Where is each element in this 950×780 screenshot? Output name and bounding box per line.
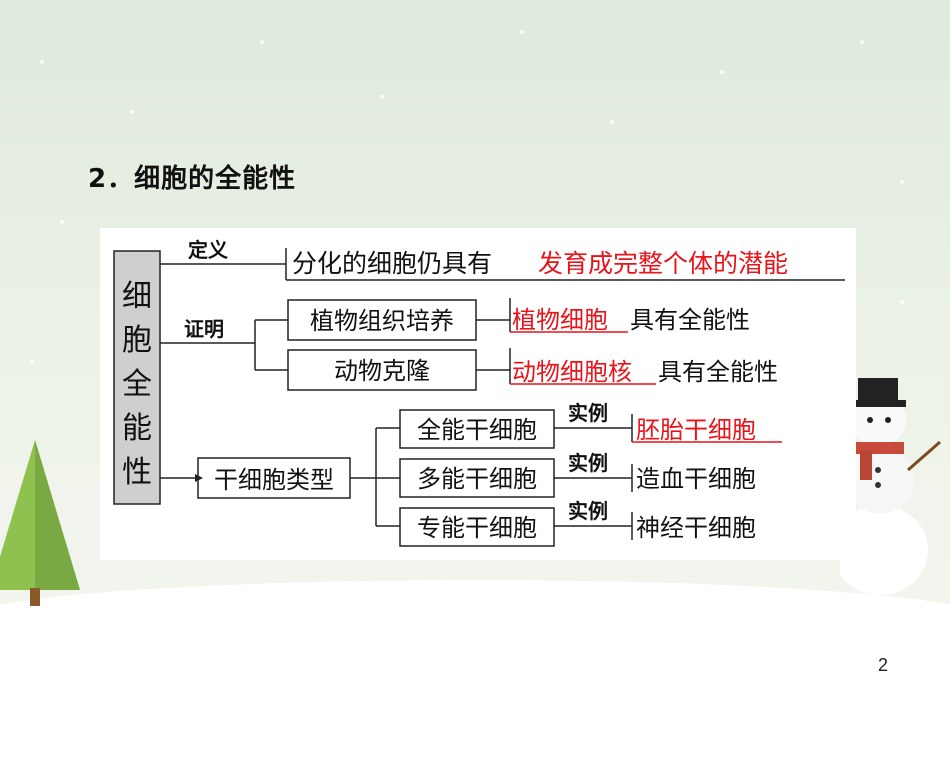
stem-type-box-multipotent xyxy=(399,507,555,547)
section-heading: 2．细胞的全能性 xyxy=(88,164,297,194)
stem-type-box-totipotent xyxy=(399,409,555,449)
proof-animal-suffix: 具有全能性 xyxy=(658,358,778,386)
root-char-2: 胞 xyxy=(122,323,152,358)
stem-example-2: 造血干细胞 xyxy=(636,465,756,493)
stem-type-3-label: 专能干细胞 xyxy=(417,514,537,542)
snow-ground xyxy=(0,580,950,780)
root-box xyxy=(113,250,161,505)
stem-example-1: 胚胎干细胞 xyxy=(636,416,756,444)
root-char-4: 能 xyxy=(122,411,152,446)
definition-prefix: 分化的细胞仍具有 xyxy=(292,249,492,278)
definition-highlight: 发育成完整个体的潜能 xyxy=(538,249,788,278)
root-char-3: 全 xyxy=(122,367,152,402)
stem-type-1-label: 全能干细胞 xyxy=(417,416,537,444)
proof-box-plant-label: 植物组织培养 xyxy=(310,307,454,335)
stem-type-2-label: 多能干细胞 xyxy=(417,465,537,493)
proof-box-animal-label: 动物克隆 xyxy=(334,357,430,385)
root-char-5: 性 xyxy=(122,455,152,490)
tree-decor xyxy=(0,440,80,606)
proof-label: 证明 xyxy=(184,317,224,341)
proof-plant-suffix: 具有全能性 xyxy=(630,306,750,334)
definition-label: 定义 xyxy=(188,238,228,262)
stem-box-label: 干细胞类型 xyxy=(214,466,334,494)
example-label-1: 实例 xyxy=(568,401,608,425)
example-label-3: 实例 xyxy=(568,499,608,523)
example-label-2: 实例 xyxy=(568,451,608,475)
page-number: 2 xyxy=(878,655,889,675)
snowman-decor xyxy=(840,378,941,595)
proof-animal-highlight: 动物细胞核 xyxy=(512,358,632,386)
diagram-panel: 细 胞 全 能 性 定义 分化的细胞仍具有 发育成完整个体的潜能 证明 植物组织… xyxy=(100,228,856,560)
concept-map: 细 胞 全 能 性 定义 分化的细胞仍具有 发育成完整个体的潜能 证明 植物组织… xyxy=(113,238,845,547)
proof-plant-highlight: 植物细胞 xyxy=(512,306,608,334)
stem-example-3: 神经干细胞 xyxy=(636,514,756,542)
root-char-1: 细 xyxy=(122,279,152,314)
